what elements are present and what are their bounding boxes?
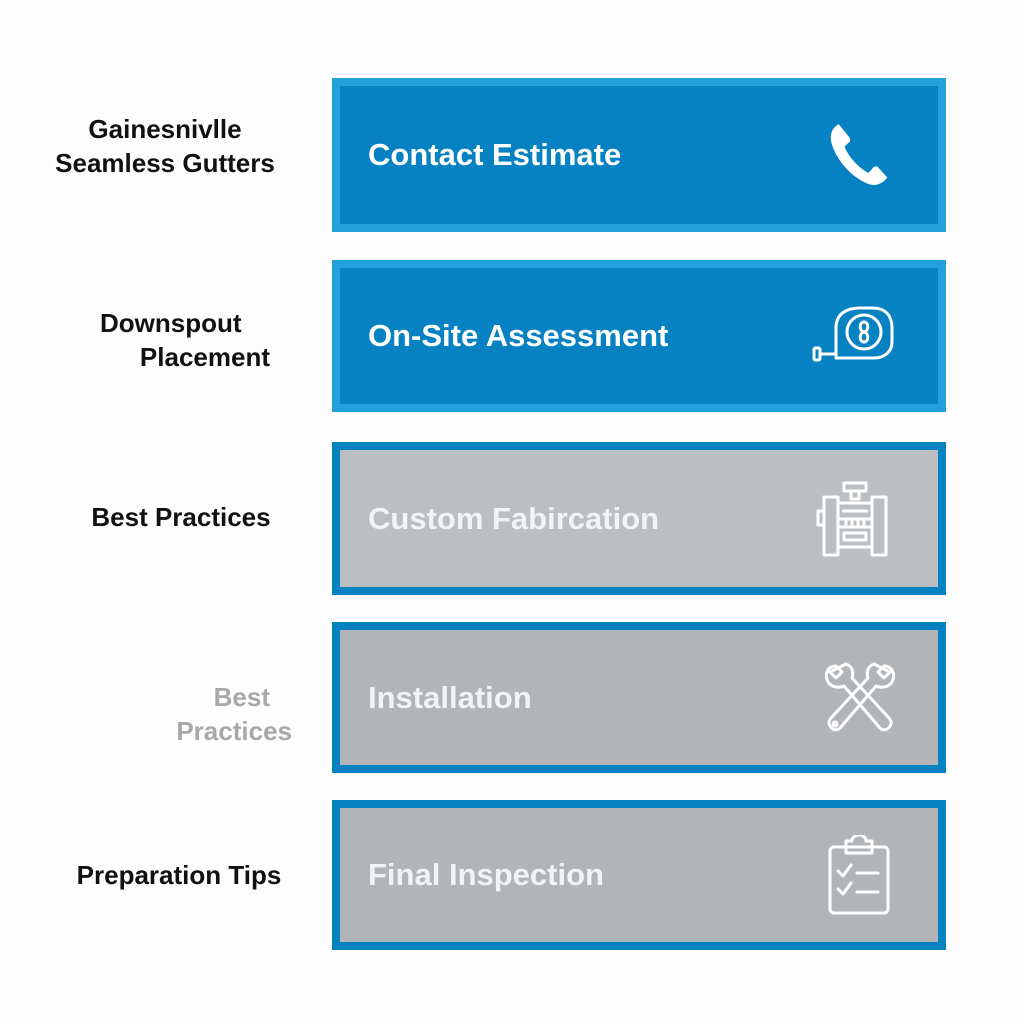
step-title: Final Inspection (368, 857, 604, 892)
label-line: Best Practices (91, 502, 271, 532)
label-line: Gainesnivlle (88, 114, 242, 144)
label-preparation-tips: Preparation Tips (56, 858, 302, 892)
label-line: Placement (139, 342, 270, 372)
label-line: Best (213, 682, 270, 712)
label-line: Preparation Tips (76, 860, 282, 890)
step-contact-estimate[interactable]: Contact Estimate (332, 78, 946, 232)
step-final-inspection[interactable]: Final Inspection (332, 800, 946, 950)
label-best-practices-faded: Best Practices (120, 680, 292, 748)
wrenches-icon (822, 660, 898, 736)
label-line: Practices (176, 716, 292, 746)
tape-measure-icon (810, 304, 900, 368)
label-line: Downspout (100, 308, 242, 338)
clipboard-checklist-icon (826, 835, 892, 915)
step-title: Contact Estimate (368, 137, 622, 172)
step-installation[interactable]: Installation (332, 622, 946, 773)
machine-icon (814, 481, 894, 557)
phone-icon (822, 117, 898, 193)
step-title: On-Site Assessment (368, 318, 669, 353)
step-custom-fabrication[interactable]: Custom Fabircation (332, 442, 946, 595)
step-title: Custom Fabircation (368, 500, 660, 536)
label-best-practices: Best Practices (70, 500, 292, 534)
label-downspout-placement: Downspout Placement (92, 306, 282, 374)
step-title: Installation (368, 679, 532, 715)
label-gainesville-seamless-gutters: Gainesnivlle Seamless Gutters (40, 112, 290, 180)
label-line: Seamless Gutters (55, 148, 275, 178)
step-on-site-assessment[interactable]: On-Site Assessment (332, 260, 946, 412)
